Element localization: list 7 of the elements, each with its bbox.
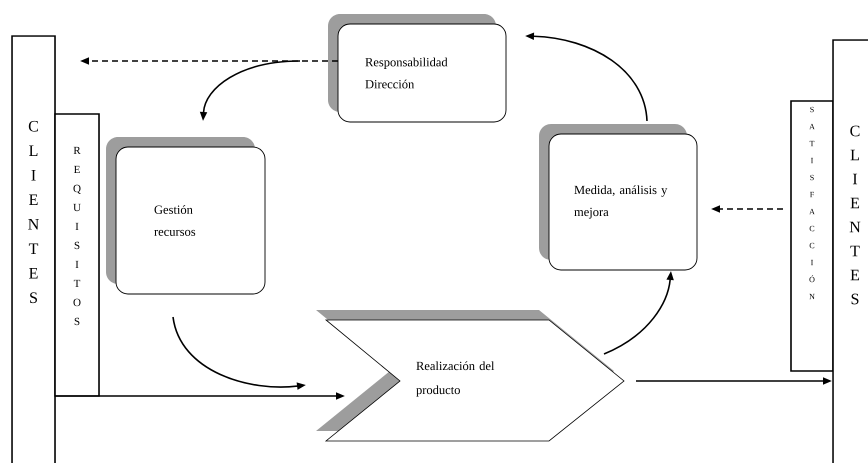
vertical-label-bar: REQUISITOS [54, 113, 100, 397]
vertical-label-bar: CLIENTES [11, 35, 56, 463]
rounded-box: Medida, análisis y mejora [539, 124, 698, 270]
rounded-box: Responsabilidad Dirección [328, 14, 506, 122]
vertical-label-bar: CLIENTES [832, 39, 868, 463]
rounded-box: Gestión recursos [106, 137, 266, 294]
vertical-label-bar: SATISFACCIÓN [790, 100, 834, 372]
